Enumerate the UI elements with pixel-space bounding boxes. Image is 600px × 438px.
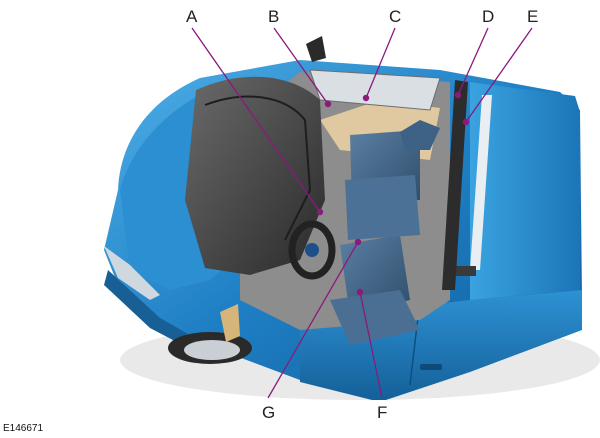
leader-c (365, 27, 396, 99)
callout-labels: A B C D E F G (186, 7, 538, 422)
leader-e-dot (462, 118, 470, 126)
rear-seat-cushion (345, 175, 420, 240)
figure-reference-code: E146671 (3, 423, 44, 434)
steering-hub (305, 243, 319, 257)
dashboard-panel (185, 76, 325, 275)
leader-f-dot (356, 288, 364, 296)
leader-d-dot (454, 91, 462, 99)
leader-c-dot (362, 94, 370, 102)
roof-rail-foot (446, 266, 476, 276)
callout-g: G (262, 403, 275, 422)
label-bg-g (257, 400, 279, 422)
callout-e: E (527, 7, 538, 26)
rear-seat-headrest (400, 120, 440, 150)
dashboard-contour (204, 95, 312, 241)
b-pillar (442, 80, 468, 290)
front-seat-cushion (330, 290, 420, 345)
callout-leaders (191, 27, 533, 399)
front-wheel-rim (184, 340, 240, 360)
callout-d: D (482, 7, 494, 26)
door-mirror-top (306, 36, 326, 62)
leader-b (273, 27, 329, 105)
callout-b: B (268, 7, 279, 26)
leader-e (465, 27, 533, 123)
leader-b-dot (324, 100, 332, 108)
callout-f: F (377, 403, 387, 422)
side-mirror (220, 304, 240, 342)
leader-f (359, 291, 383, 399)
label-bg-f (371, 400, 393, 422)
roof-panel (470, 82, 580, 300)
leader-a (191, 27, 321, 213)
callout-c: C (389, 7, 401, 26)
door-handle (420, 364, 442, 370)
headlight (104, 246, 160, 300)
leader-d (457, 27, 489, 96)
callout-a: A (186, 7, 198, 26)
leader-g-dot (354, 238, 362, 246)
leader-a-dot (316, 208, 324, 216)
leader-g (267, 241, 359, 399)
roof-rail (470, 95, 492, 270)
windshield-frame (309, 69, 441, 111)
steering-wheel (288, 220, 336, 280)
